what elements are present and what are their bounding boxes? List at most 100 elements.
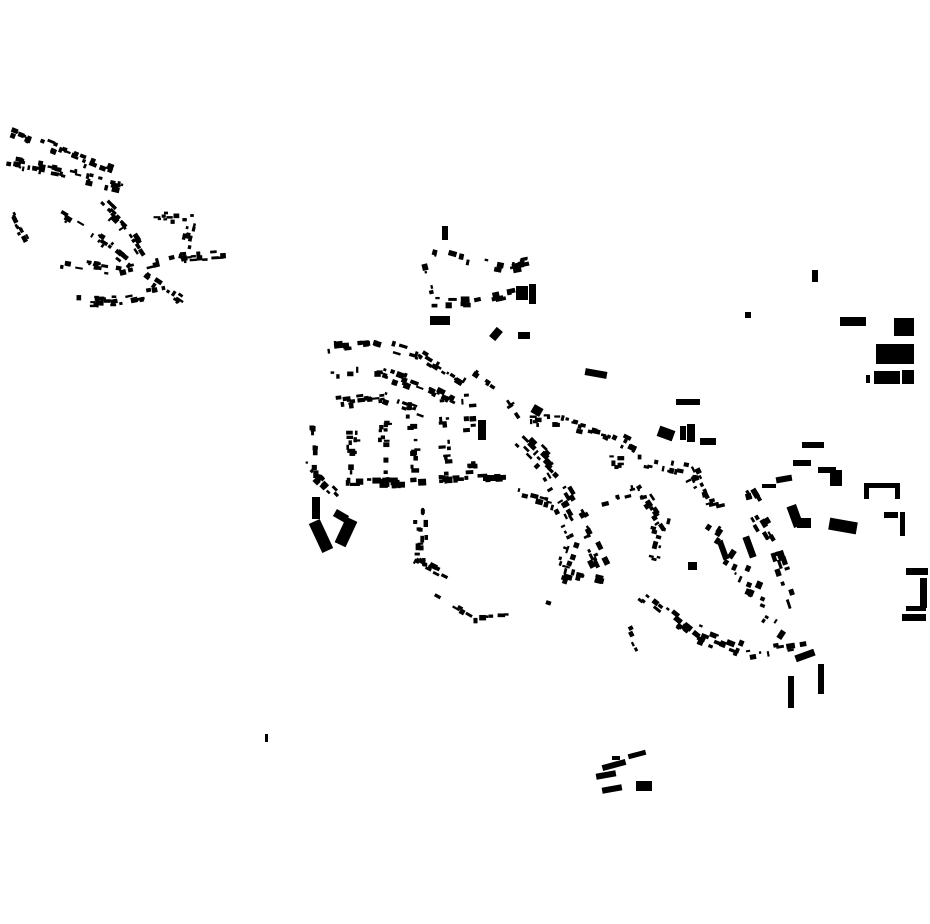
building xyxy=(377,478,387,482)
building xyxy=(384,391,388,396)
building xyxy=(776,629,787,641)
building xyxy=(428,289,434,295)
building xyxy=(424,270,428,274)
building xyxy=(10,127,19,135)
building xyxy=(593,552,599,558)
building xyxy=(100,200,106,207)
building xyxy=(319,482,327,491)
building xyxy=(601,758,627,772)
building xyxy=(38,168,42,175)
building xyxy=(312,445,317,451)
building xyxy=(100,300,104,306)
building xyxy=(88,160,98,168)
building xyxy=(347,371,354,377)
building xyxy=(79,153,87,160)
building xyxy=(85,173,90,180)
building xyxy=(770,552,778,563)
building xyxy=(902,370,914,384)
building xyxy=(25,233,30,240)
building xyxy=(106,207,113,214)
building xyxy=(114,214,121,221)
building xyxy=(425,362,433,368)
building xyxy=(21,166,25,172)
building xyxy=(413,520,418,524)
building xyxy=(312,497,320,519)
building xyxy=(378,429,382,433)
building xyxy=(533,462,541,470)
building xyxy=(557,422,560,427)
building xyxy=(745,649,751,653)
building xyxy=(580,508,587,518)
building xyxy=(344,346,352,351)
building xyxy=(74,168,78,173)
building xyxy=(109,207,117,215)
building xyxy=(445,302,452,309)
building xyxy=(633,647,639,652)
building xyxy=(333,491,340,498)
building xyxy=(688,562,697,570)
building xyxy=(763,516,772,525)
building xyxy=(51,164,58,171)
building xyxy=(383,442,390,448)
building xyxy=(336,374,340,379)
building xyxy=(752,523,760,533)
building xyxy=(444,456,447,460)
building xyxy=(489,326,503,342)
building xyxy=(96,302,99,308)
building xyxy=(762,484,776,488)
building xyxy=(551,471,560,479)
building xyxy=(534,417,542,423)
building xyxy=(81,158,87,164)
building xyxy=(705,501,714,506)
building xyxy=(587,559,596,569)
building xyxy=(651,510,659,518)
building xyxy=(560,524,566,529)
building xyxy=(744,492,753,501)
building xyxy=(651,598,660,607)
building xyxy=(346,444,350,450)
building xyxy=(787,648,794,652)
building xyxy=(478,420,486,440)
building xyxy=(563,491,572,502)
building xyxy=(673,615,683,625)
building xyxy=(334,516,358,548)
building xyxy=(410,403,418,408)
building xyxy=(449,399,456,405)
building xyxy=(527,441,537,451)
building xyxy=(380,397,385,401)
building xyxy=(579,422,587,428)
building xyxy=(637,454,642,460)
building xyxy=(636,781,652,791)
building xyxy=(94,295,99,299)
building xyxy=(654,521,660,526)
building xyxy=(379,393,385,398)
building xyxy=(130,296,139,304)
building xyxy=(382,367,387,372)
building xyxy=(693,485,698,490)
building xyxy=(110,241,115,246)
building xyxy=(691,629,701,639)
building xyxy=(103,184,109,191)
building xyxy=(894,318,914,336)
building xyxy=(31,165,40,170)
building xyxy=(414,448,421,451)
building xyxy=(418,545,424,551)
building xyxy=(391,340,397,347)
building xyxy=(422,557,426,566)
building xyxy=(617,456,625,461)
building xyxy=(461,398,464,405)
building xyxy=(749,653,757,660)
building xyxy=(785,599,792,610)
building xyxy=(465,470,474,475)
building xyxy=(601,556,611,566)
building xyxy=(630,641,635,647)
building xyxy=(644,499,654,509)
building xyxy=(410,423,418,429)
building xyxy=(72,150,80,157)
building xyxy=(126,263,135,268)
building xyxy=(565,508,574,518)
building xyxy=(172,297,181,304)
building xyxy=(594,578,603,585)
building xyxy=(463,302,471,308)
